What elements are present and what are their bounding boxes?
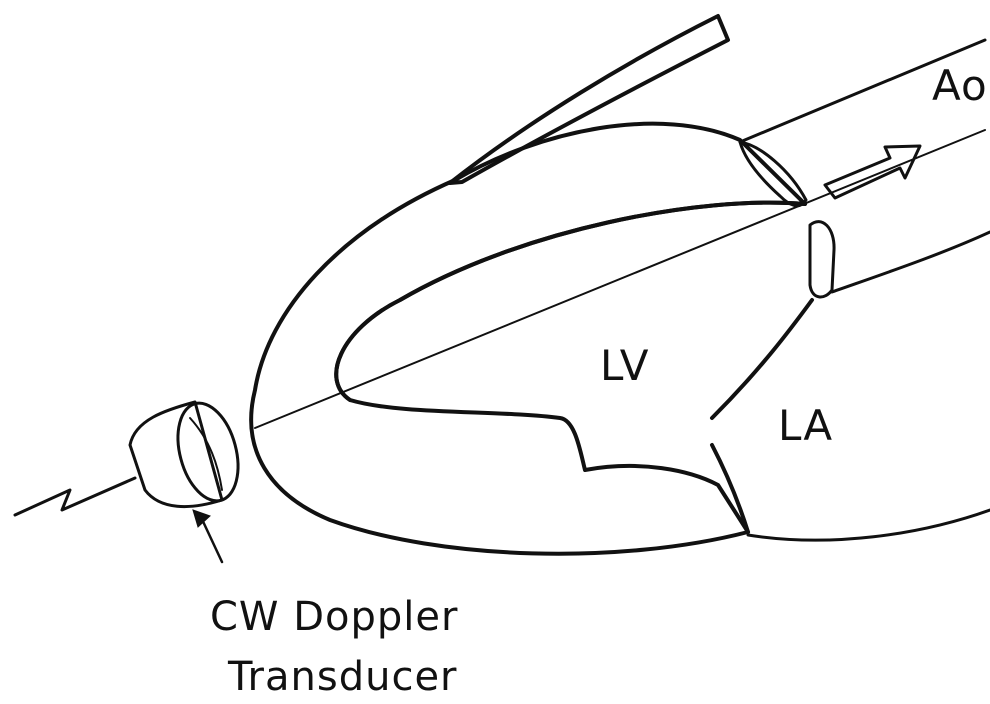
transducer-pointer-arrow bbox=[193, 510, 222, 562]
label-left-ventricle: LV bbox=[600, 341, 650, 390]
mitral-valve-posterior bbox=[712, 445, 748, 532]
doppler-transducer-icon bbox=[130, 396, 248, 507]
aorta-lower-wall bbox=[832, 232, 990, 292]
aortic-valve-lower bbox=[810, 222, 834, 297]
label-transducer-line2: Transducer bbox=[227, 654, 458, 700]
transducer-cable bbox=[15, 478, 135, 515]
label-aorta: Ao bbox=[932, 61, 988, 110]
rv-wall-band bbox=[450, 16, 728, 183]
lv-myocardium bbox=[251, 124, 805, 554]
label-left-atrium: LA bbox=[778, 401, 833, 450]
la-lower-wall bbox=[748, 510, 990, 540]
label-transducer-line1: CW Doppler bbox=[210, 594, 458, 640]
